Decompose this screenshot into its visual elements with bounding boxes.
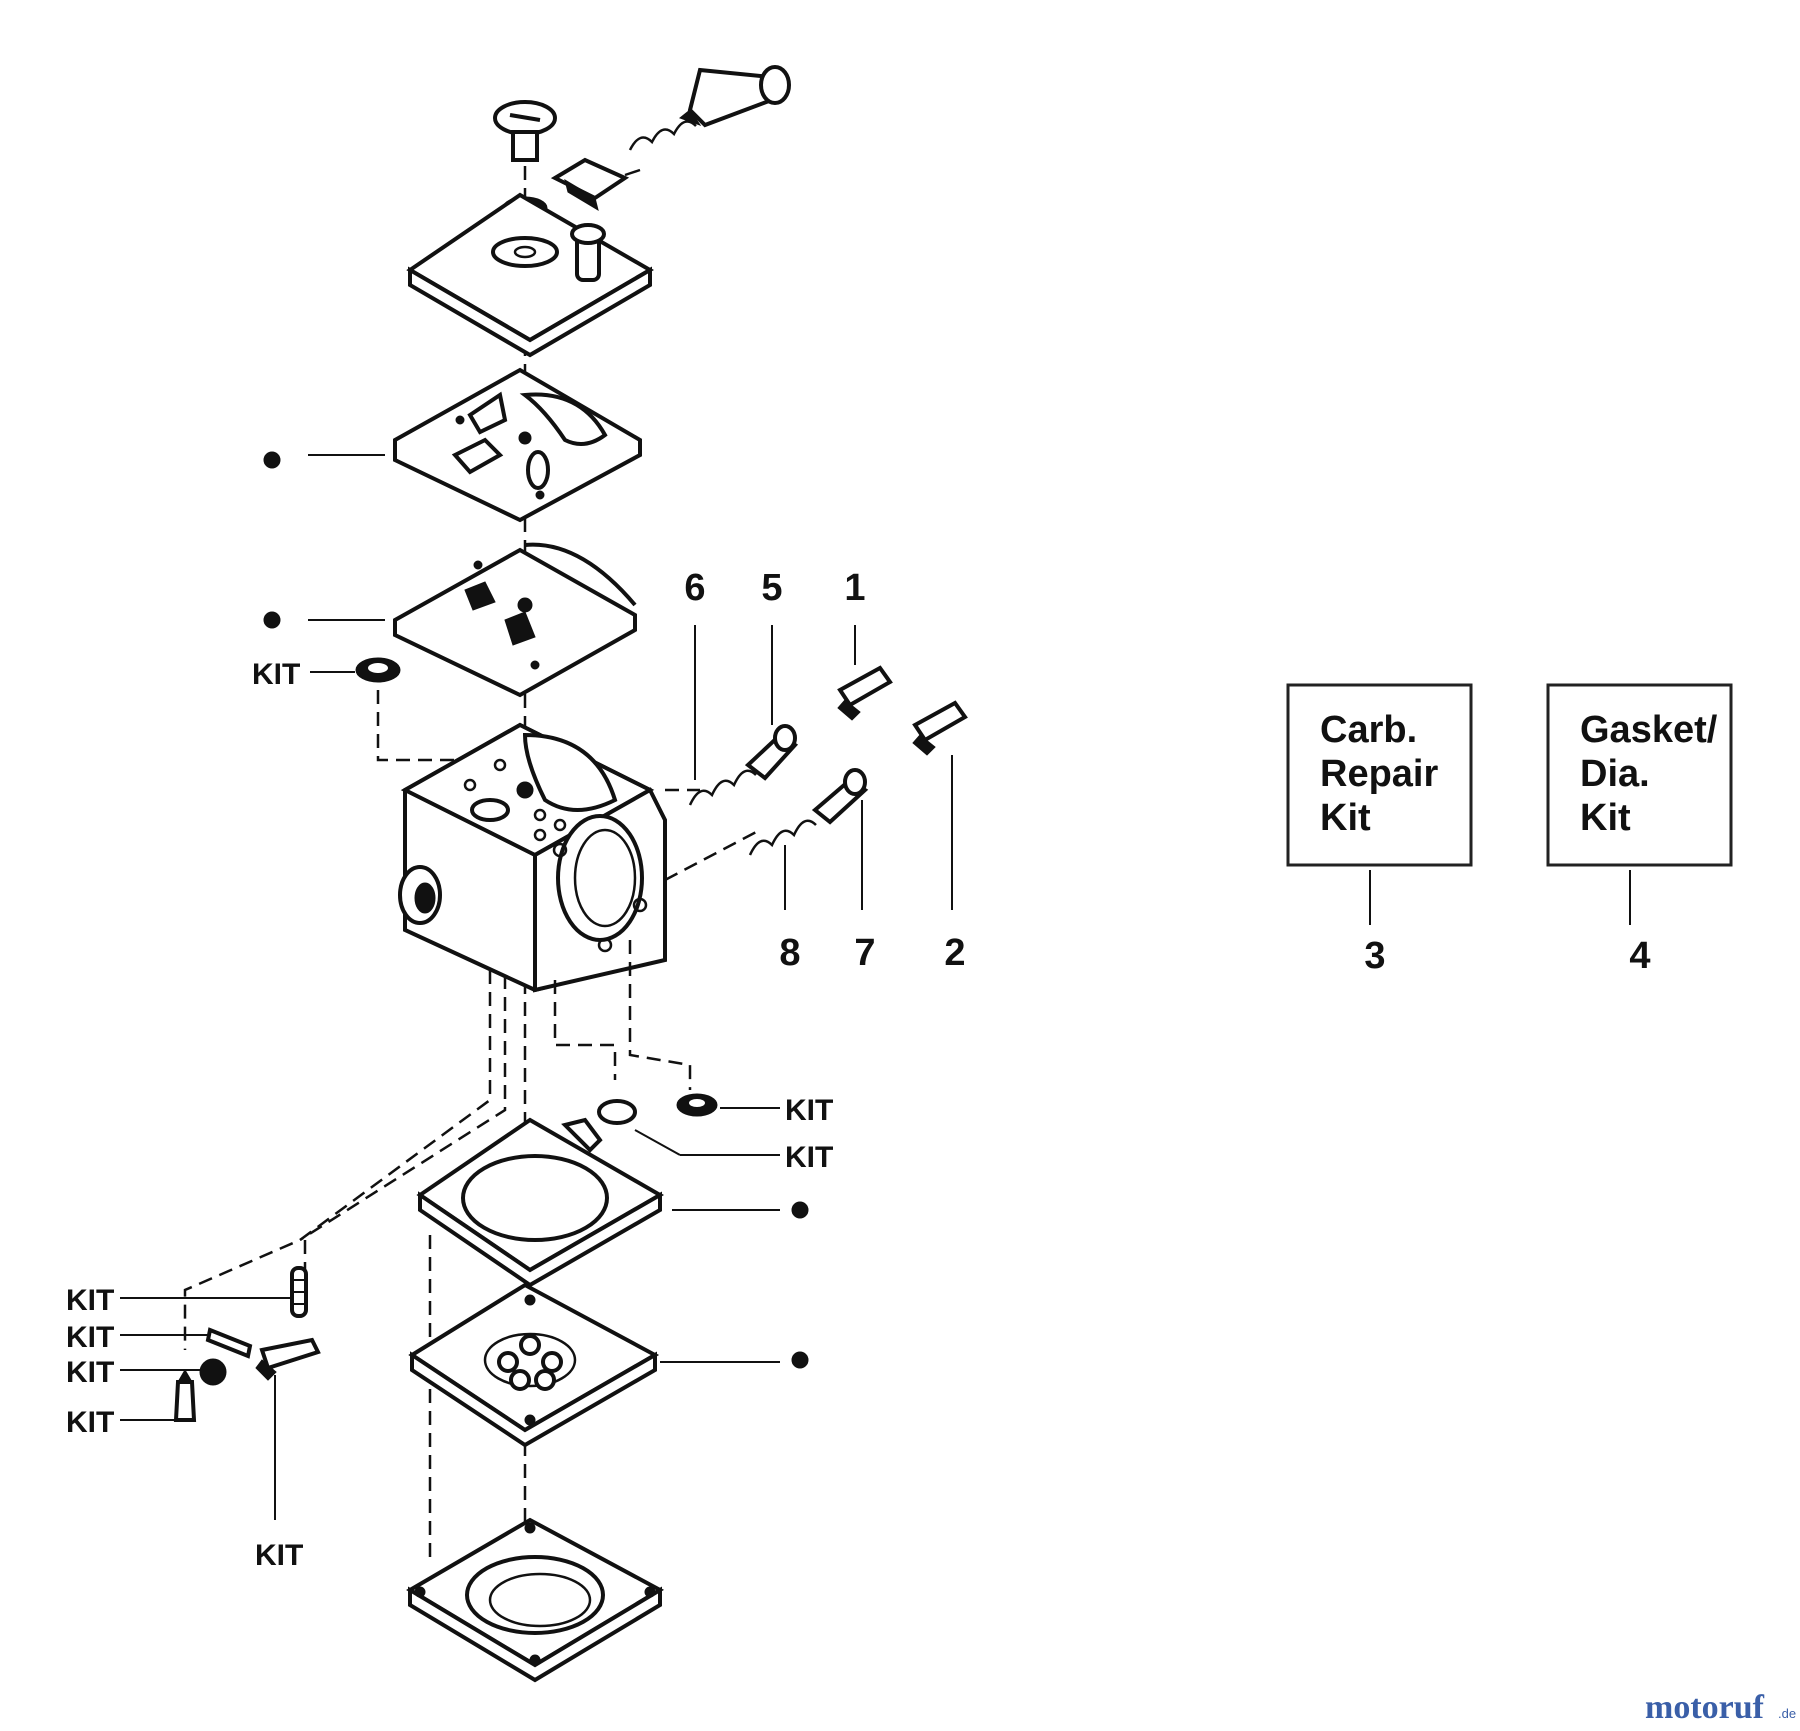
lower-dashed-paths: [183, 940, 692, 1560]
pump-cover-plate: [406, 192, 654, 358]
kit-label: KIT: [66, 1406, 114, 1439]
gasket-kit-markers: [263, 451, 809, 1369]
carburetor-body: [398, 722, 667, 993]
lever-pin: [205, 1327, 253, 1359]
callout-2: 2: [944, 932, 965, 974]
mixture-needles: [664, 724, 869, 882]
callout-numbers: 6 5 1 8 7 2 3 4: [684, 567, 1650, 977]
cover-screw-shank: [511, 130, 539, 162]
metering-cover: [406, 1517, 665, 1683]
lower-small-parts: [173, 1093, 718, 1422]
callout-1: 1: [844, 567, 865, 609]
lever-screw: [199, 1358, 227, 1386]
metering-lever: [259, 1337, 321, 1371]
pump-gasket: [393, 367, 642, 523]
repair-kit-line-3: Kit: [1320, 797, 1371, 839]
fuel-inlet-fitting: [550, 157, 641, 212]
gasket-kit-line-2: Dia.: [1580, 753, 1650, 795]
repair-kit-box: Carb. Repair Kit: [1286, 683, 1473, 867]
callout-3: 3: [1364, 935, 1385, 977]
bullet-marker: [791, 1201, 809, 1219]
kit-label: KIT: [66, 1356, 114, 1389]
seal-ring: [597, 1099, 637, 1125]
kit-label: KIT: [66, 1284, 114, 1317]
top-cover-assembly: [406, 65, 791, 358]
callout-7: 7: [854, 932, 875, 974]
repair-kit-line-2: Repair: [1320, 753, 1438, 795]
gasket-kit-line-1: Gasket/: [1580, 709, 1718, 751]
kit-label: KIT: [785, 1094, 833, 1127]
callout-8: 8: [779, 932, 800, 974]
callout-4: 4: [1629, 935, 1650, 977]
gasket-kit-line-3: Kit: [1580, 797, 1631, 839]
watermark-suffix: .de: [1778, 1706, 1796, 1721]
bullet-marker: [791, 1351, 809, 1369]
pump-diaphragm: [393, 542, 637, 698]
kit-label: KIT: [252, 658, 300, 691]
adjuster-needle: [628, 65, 791, 151]
inlet-needle: [173, 1380, 197, 1422]
metering-gasket: [416, 1117, 665, 1288]
metering-diaphragm: [408, 1282, 660, 1448]
watermark-brand: motoruf: [1645, 1689, 1765, 1726]
limiter-caps: [837, 665, 968, 756]
watermark: motoruf .de: [1645, 1689, 1796, 1726]
bullet-marker: [263, 611, 281, 629]
gasket-kit-box: Gasket/ Dia. Kit: [1546, 683, 1733, 867]
kit-label: KIT: [255, 1539, 303, 1572]
callout-5: 5: [761, 567, 782, 609]
callout-6: 6: [684, 567, 705, 609]
callout-leaders: [308, 454, 1631, 925]
bullet-marker: [263, 451, 281, 469]
repair-kit-line-1: Carb.: [1320, 709, 1417, 751]
kit-label: KIT: [785, 1141, 833, 1174]
kit-labels: KIT KIT KIT KIT KIT KIT KIT KIT: [66, 658, 833, 1572]
kit-leaders-lower: [120, 1107, 780, 1520]
kit-label: KIT: [66, 1321, 114, 1354]
